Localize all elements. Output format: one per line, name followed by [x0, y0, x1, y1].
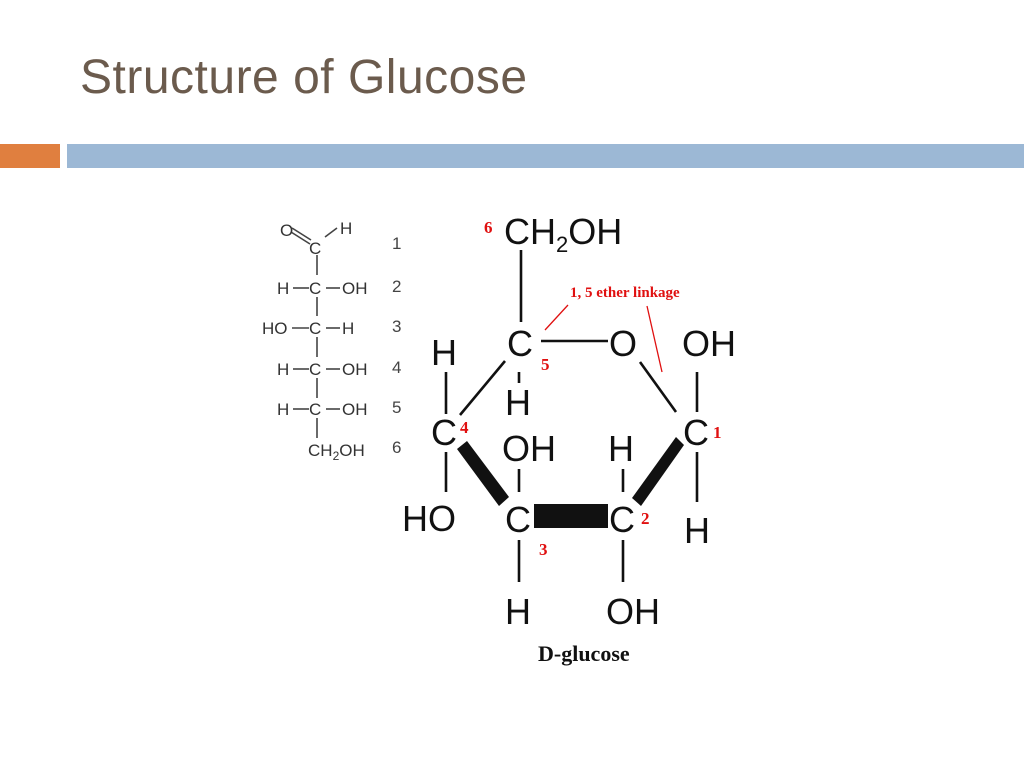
fischer-bottom-prefix: CH	[308, 441, 333, 460]
header-bar	[67, 144, 1024, 168]
fischer-row-4-left: H	[277, 360, 289, 379]
c6-prefix: CH	[504, 211, 556, 252]
fischer-number-4: 4	[392, 358, 401, 377]
fischer-row-5-left: H	[277, 400, 289, 419]
c3-hydrogen: H	[505, 591, 531, 632]
linkage-pointers	[544, 304, 663, 373]
ring-bonds	[444, 250, 699, 582]
c6-suffix: OH	[568, 211, 622, 252]
fischer-row-3-left: HO	[262, 319, 288, 338]
haworth-projection: CH2OH 6 1, 5 ether linkage C 5 H H O OH …	[402, 211, 736, 666]
fischer-number-3: 3	[392, 317, 401, 336]
fischer-c1: C	[309, 239, 321, 258]
fischer-bottom-ch2oh: CH2OH	[308, 441, 365, 463]
fischer-row-3-right: H	[342, 319, 354, 338]
carbon-number-2: 2	[641, 509, 650, 528]
fischer-row-4-right: OH	[342, 360, 368, 379]
fischer-number-5: 5	[392, 398, 401, 417]
carbon-number-3: 3	[539, 540, 548, 559]
fischer-number-1: 1	[392, 234, 401, 253]
carbon-number-4: 4	[460, 418, 469, 437]
c4-carbon: C	[431, 412, 457, 453]
fischer-c1-hydrogen: H	[340, 219, 352, 238]
c3-hydroxyl: OH	[502, 428, 556, 469]
fischer-top-oxygen: O	[280, 221, 293, 240]
fischer-number-6: 6	[392, 438, 401, 457]
c2-hydrogen: H	[608, 428, 634, 469]
fischer-row-3-center: C	[309, 319, 321, 338]
carbon-number-1: 1	[713, 423, 722, 442]
c5-carbon: C	[507, 323, 533, 364]
accent-bar	[0, 144, 60, 168]
fischer-number-2: 2	[392, 277, 401, 296]
fischer-row-5-right: OH	[342, 400, 368, 419]
c4-hydroxyl: HO	[402, 498, 456, 539]
c5-hydrogen: H	[505, 382, 531, 423]
fischer-projection: O C H H C OH HO C H H C OH H C OH CH2OH …	[262, 219, 401, 463]
c6-ch2oh: CH2OH	[504, 211, 622, 257]
slide-title: Structure of Glucose	[80, 51, 528, 104]
c1-hydroxyl: OH	[682, 323, 736, 364]
c1-carbon: C	[683, 412, 709, 453]
ring-oxygen: O	[609, 323, 637, 364]
c6-subscript: 2	[556, 232, 568, 257]
fischer-bonds	[290, 227, 340, 438]
c2-hydroxyl: OH	[606, 591, 660, 632]
c2-carbon: C	[609, 499, 635, 540]
carbon-number-6: 6	[484, 218, 493, 237]
ring-wedge-bonds	[457, 437, 684, 528]
ether-linkage-label: 1, 5 ether linkage	[570, 285, 680, 301]
fischer-row-2-right: OH	[342, 279, 368, 298]
c1-hydrogen: H	[684, 510, 710, 551]
fischer-row-2-left: H	[277, 279, 289, 298]
diagram-caption: D-glucose	[538, 641, 630, 666]
c3-carbon: C	[505, 499, 531, 540]
fischer-bottom-suffix: OH	[339, 441, 365, 460]
fischer-row-5-center: C	[309, 400, 321, 419]
c4-upper-hydrogen: H	[431, 332, 457, 373]
fischer-row-4-center: C	[309, 360, 321, 379]
carbon-number-5: 5	[541, 355, 550, 374]
fischer-row-2-center: C	[309, 279, 321, 298]
fischer-bottom-subscript: 2	[333, 449, 340, 463]
